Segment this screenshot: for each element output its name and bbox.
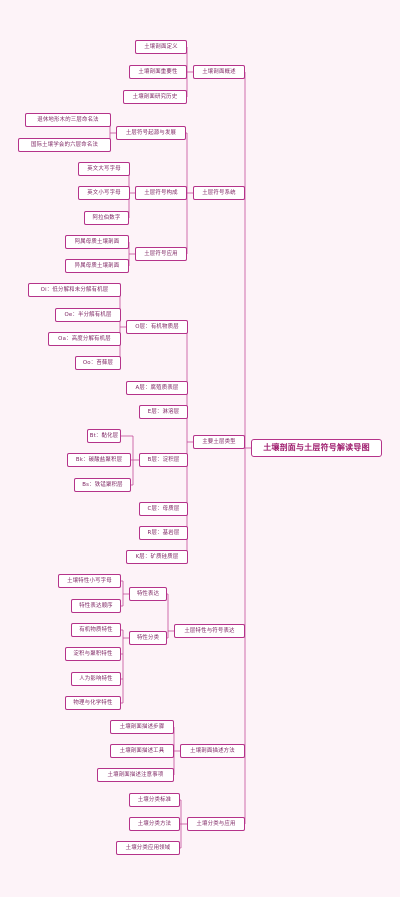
- branch-topic[interactable]: 土壤剖面概述: [193, 65, 245, 79]
- leaf-topic[interactable]: 英文小写字母: [78, 186, 130, 200]
- leaf-topic[interactable]: 淀积与聚积特性: [65, 647, 121, 661]
- branch-topic[interactable]: 土层特性与符号表达: [174, 624, 245, 638]
- subtopic[interactable]: 土壤剖面研究历史: [123, 90, 187, 104]
- subtopic[interactable]: 土壤分类应用领域: [116, 841, 180, 855]
- leaf-topic[interactable]: 人为影响特性: [71, 672, 121, 686]
- subtopic[interactable]: 特性表达: [129, 587, 167, 601]
- subtopic[interactable]: 土壤剖面重要性: [129, 65, 187, 79]
- subtopic[interactable]: 土层符号构成: [135, 186, 187, 200]
- leaf-topic[interactable]: 土壤特性小写字母: [58, 574, 121, 588]
- subtopic[interactable]: A层：腐殖质表层: [126, 381, 188, 395]
- leaf-topic[interactable]: Bt：黏化层: [87, 429, 121, 443]
- leaf-topic[interactable]: 特性表达顺序: [71, 599, 121, 613]
- leaf-topic[interactable]: 有机物质特性: [71, 623, 121, 637]
- leaf-topic[interactable]: 阿拉伯数字: [84, 211, 129, 225]
- leaf-topic[interactable]: 国际土壤学会的六层命名法: [18, 138, 111, 152]
- subtopic[interactable]: C层：母质层: [139, 502, 188, 516]
- branch-topic[interactable]: 土层符号系统: [193, 186, 245, 200]
- subtopic[interactable]: E层：淋溶层: [139, 405, 188, 419]
- leaf-topic[interactable]: Oi：低分解和未分解有机层: [28, 283, 121, 297]
- subtopic[interactable]: 土层符号起源与发展: [116, 126, 186, 140]
- branch-topic[interactable]: 土壤剖面描述方法: [180, 744, 245, 758]
- leaf-topic[interactable]: 阿属母质土壤剖面: [65, 235, 129, 249]
- leaf-topic[interactable]: 异属母质土壤剖面: [65, 259, 129, 273]
- branch-topic[interactable]: 主要土层类型: [193, 435, 245, 449]
- subtopic[interactable]: 土壤剖面定义: [135, 40, 187, 54]
- leaf-topic[interactable]: Oo：苔藓层: [75, 356, 121, 370]
- subtopic[interactable]: O层：有机物质层: [126, 320, 188, 334]
- leaf-topic[interactable]: Bs：铁锰聚积层: [74, 478, 131, 492]
- leaf-topic[interactable]: 退休地形木的三层命名法: [25, 113, 111, 127]
- subtopic[interactable]: 土壤分类标准: [129, 793, 180, 807]
- subtopic[interactable]: 土壤剖面描述步骤: [110, 720, 174, 734]
- leaf-topic[interactable]: Oa：高度分解有机层: [48, 332, 121, 346]
- branch-topic[interactable]: 土壤分类与应用: [187, 817, 245, 831]
- root-topic[interactable]: 土壤剖面与土层符号解读导图: [251, 439, 382, 457]
- leaf-topic[interactable]: 英文大写字母: [78, 162, 130, 176]
- subtopic[interactable]: 土壤剖面描述注意事项: [97, 768, 174, 782]
- subtopic[interactable]: K层：矿质硅质层: [126, 550, 188, 564]
- subtopic[interactable]: 土壤剖面描述工具: [110, 744, 174, 758]
- subtopic[interactable]: 土壤分类方法: [129, 817, 180, 831]
- subtopic[interactable]: 土层符号应用: [135, 247, 187, 261]
- subtopic[interactable]: R层：基岩层: [139, 526, 188, 540]
- subtopic[interactable]: 特性分类: [129, 631, 167, 645]
- leaf-topic[interactable]: Bk：碳酸盐聚积层: [67, 453, 131, 467]
- leaf-topic[interactable]: 物理与化学特性: [65, 696, 121, 710]
- leaf-topic[interactable]: Oe：半分解有机层: [55, 308, 121, 322]
- subtopic[interactable]: B层：淀积层: [139, 453, 188, 467]
